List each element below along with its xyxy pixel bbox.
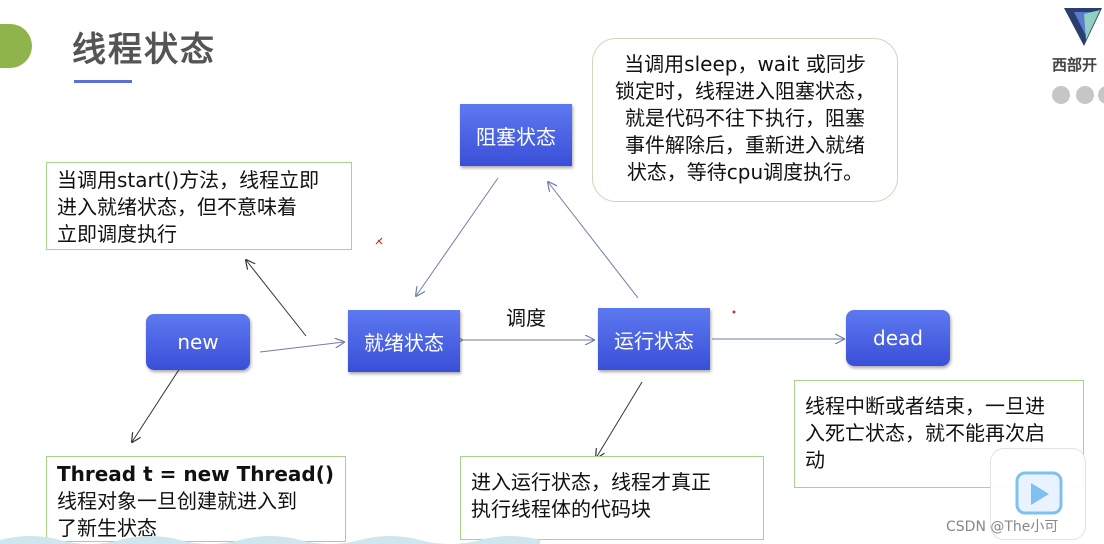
note-start: 当调用start()方法，线程立即 进入就绪状态，但不意味着 立即调度执行	[46, 162, 352, 250]
arrow-running-to-blocked	[548, 182, 639, 299]
stray-mark	[375, 237, 383, 245]
node-new: new	[146, 314, 250, 370]
note-line: 执行线程体的代码块	[471, 497, 651, 521]
note-line: 进入运行状态，线程才真正	[471, 470, 711, 494]
note-line: 就是代码不往下执行，阻塞	[625, 106, 865, 130]
note-line: 线程中断或者结束，一旦进	[805, 394, 1045, 418]
slide-dot	[1052, 86, 1070, 104]
note-code-line: Thread t = new Thread()	[57, 462, 334, 486]
logo-v-icon	[1064, 8, 1102, 46]
node-blocked: 阻塞状态	[460, 104, 572, 166]
note-running: 进入运行状态，线程才真正 执行线程体的代码块	[460, 456, 764, 540]
stray-dot	[732, 310, 736, 314]
note-line: 了新生状态	[57, 516, 157, 540]
play-button[interactable]	[990, 448, 1086, 540]
node-ready: 就绪状态	[348, 310, 460, 372]
watermark: CSDN @The小可	[946, 519, 1059, 535]
page-title: 线程状态	[72, 30, 216, 70]
pointer-to-start-note	[246, 260, 307, 337]
slide-dot	[1076, 86, 1094, 104]
logo-text: 西部开	[1052, 56, 1098, 74]
slide-dot	[1098, 86, 1104, 104]
note-line: 锁定时，线程进入阻塞状态，	[615, 79, 875, 103]
bottom-wave-decoration	[0, 536, 540, 544]
note-line: 入死亡状态，就不能再次启	[805, 421, 1045, 445]
note-line: 立即调度执行	[57, 222, 177, 246]
note-sleep: 当调用sleep，wait 或同步 锁定时，线程进入阻塞状态， 就是代码不往下执…	[592, 38, 898, 202]
edge-label-schedule: 调度	[506, 306, 546, 330]
note-line: 状态，等待cpu调度执行。	[626, 160, 864, 184]
note-line: 线程对象一旦创建就进入到	[57, 489, 297, 513]
pointer-to-new-note	[132, 367, 181, 442]
arrow-blocked-to-ready	[416, 177, 499, 296]
arrow-new-to-ready	[259, 342, 344, 353]
node-running: 运行状态	[598, 308, 710, 370]
title-underline	[74, 80, 132, 83]
note-line: 动	[805, 448, 825, 472]
pointer-to-running-note	[596, 381, 643, 458]
note-line: 当调用sleep，wait 或同步	[624, 52, 866, 76]
note-line: 当调用start()方法，线程立即	[57, 168, 320, 192]
note-line: 进入就绪状态，但不意味着	[57, 195, 297, 219]
note-line: 事件解除后，重新进入就绪	[625, 133, 865, 157]
play-icon	[1015, 471, 1063, 515]
node-dead: dead	[846, 310, 950, 366]
note-new: Thread t = new Thread() 线程对象一旦创建就进入到 了新生…	[46, 456, 346, 542]
